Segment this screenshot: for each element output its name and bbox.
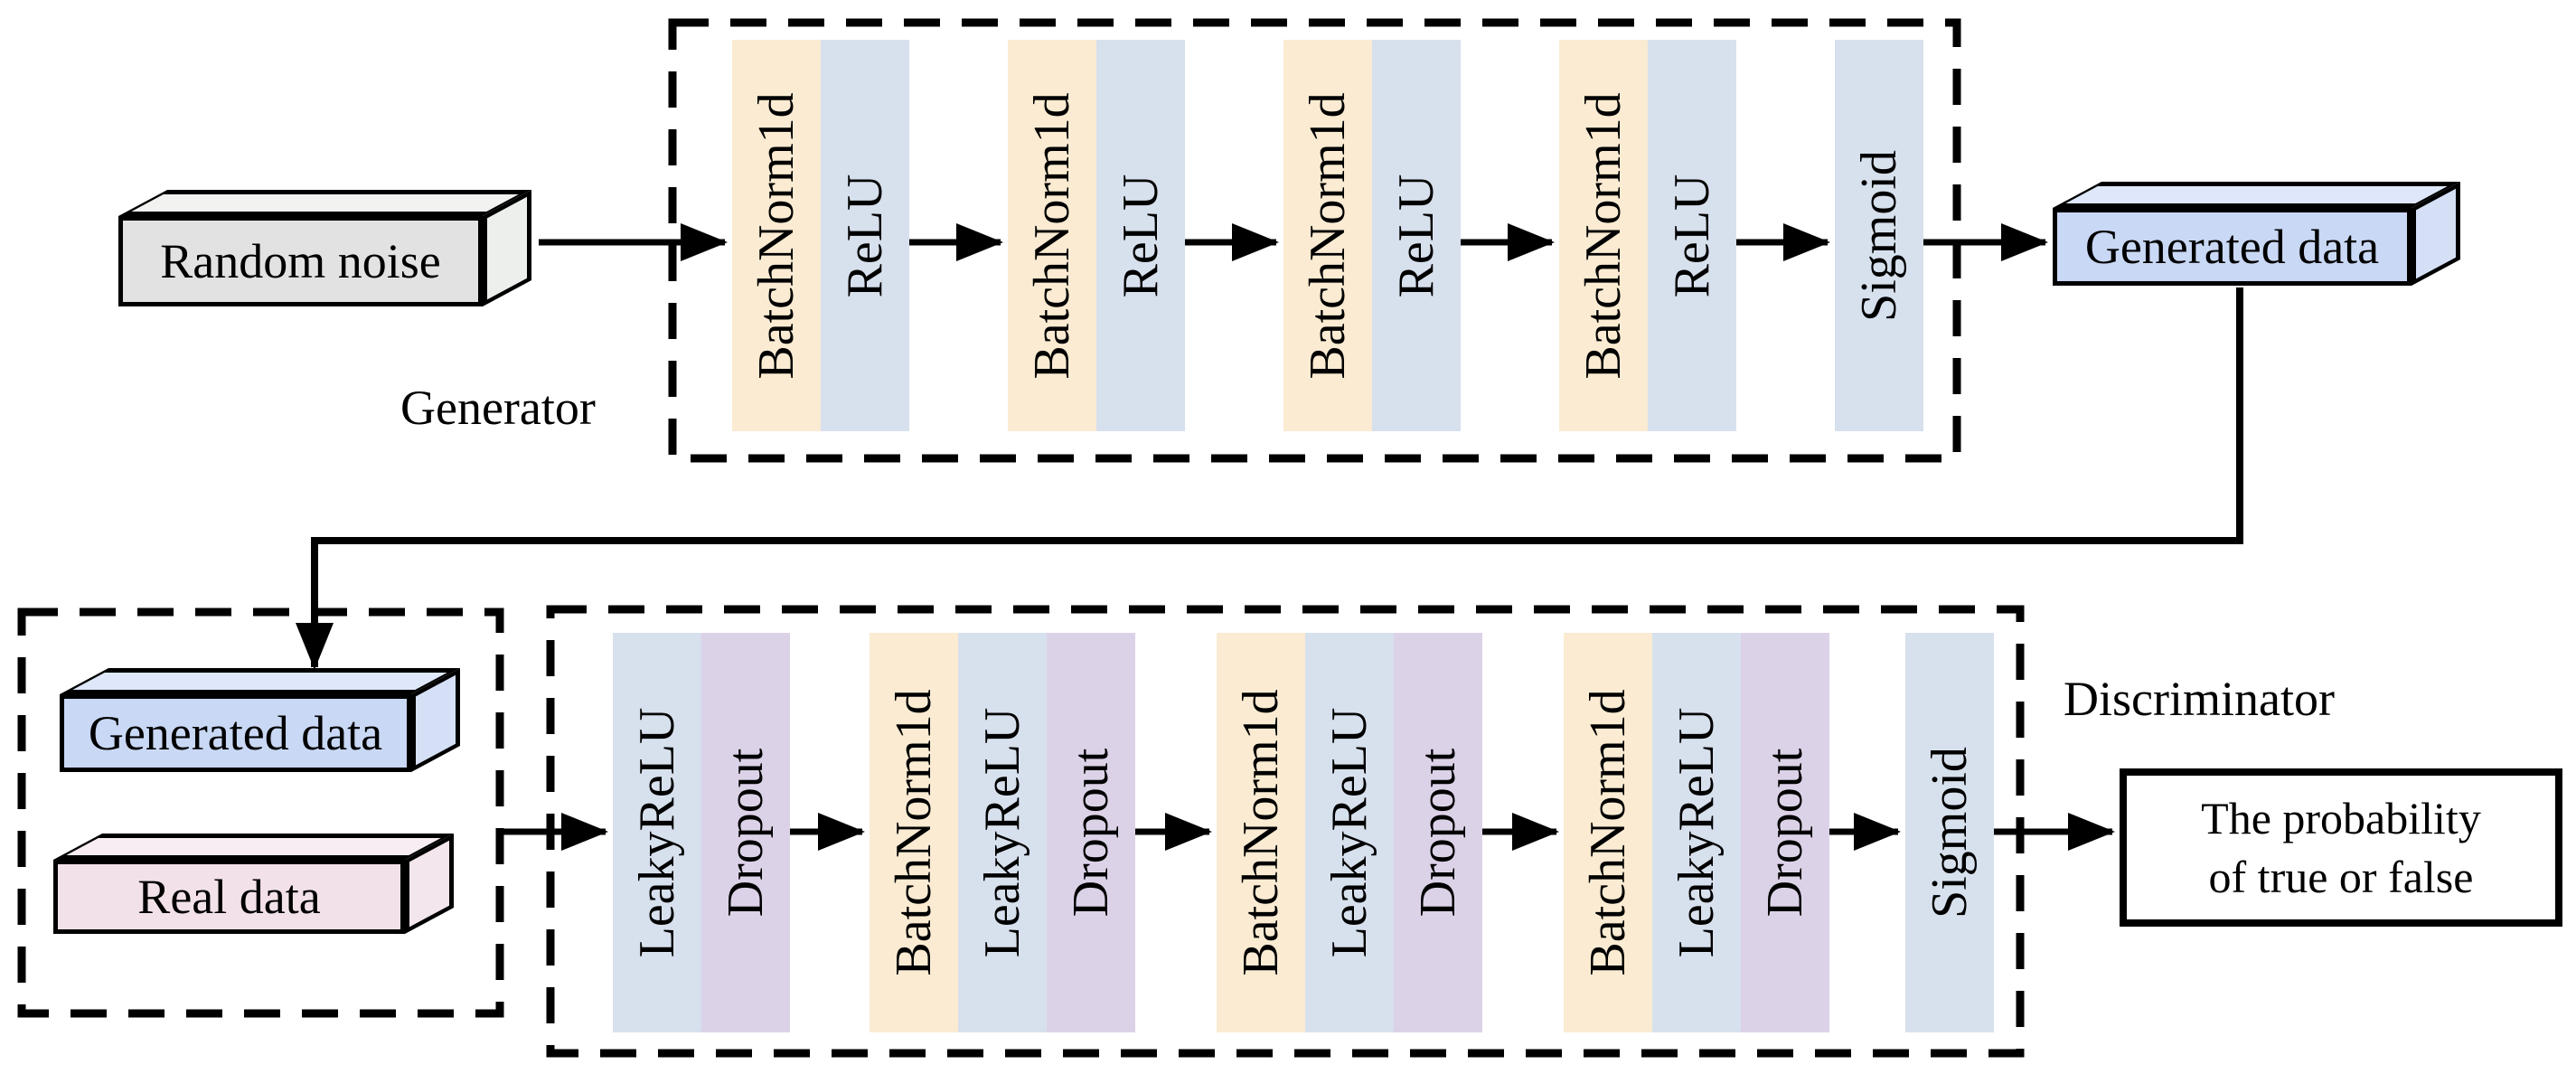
real-data-label: Real data [137,870,321,924]
layer-dropout: Dropout [701,633,790,1032]
box-front-face: Generated data [60,694,411,772]
layer-label: Dropout [1063,748,1119,918]
layer-sigmoid: Sigmoid [1905,633,1994,1032]
layer-sigmoid: Sigmoid [1835,40,1923,431]
layer-relu: ReLU [1372,40,1461,431]
layer-batchnorm1d: BatchNorm1d [732,40,821,431]
probability-output-label: The probability of true or false [2201,792,2481,902]
layer-leakyrelu: LeakyReLU [1652,633,1741,1032]
layer-label: BatchNorm1d [1580,689,1636,976]
layer-batchnorm1d: BatchNorm1d [1564,633,1652,1032]
layer-batchnorm1d: BatchNorm1d [1217,633,1305,1032]
layer-batchnorm1d: BatchNorm1d [1283,40,1372,431]
layer-relu: ReLU [821,40,909,431]
layer-dropout: Dropout [1394,633,1482,1032]
generated-data-label: Generated data [88,706,383,760]
layer-batchnorm1d: BatchNorm1d [870,633,958,1032]
generated-data-label: Generated data [2084,220,2380,274]
layer-label: BatchNorm1d [1233,689,1289,976]
discriminator-inputs-dashed-box [17,608,504,1018]
layer-label: BatchNorm1d [1575,91,1631,380]
layer-batchnorm1d: BatchNorm1d [1559,40,1648,431]
box-front-face: Generated data [2053,208,2411,286]
probability-output-box: The probability of true or false [2120,768,2562,927]
layer-label: BatchNorm1d [748,91,804,380]
layer-label: ReLU [1113,174,1169,297]
layer-relu: ReLU [1648,40,1736,431]
box-top-face [118,190,532,216]
layer-relu: ReLU [1096,40,1185,431]
real-data-box: Real data [53,834,455,934]
generator-dashed-box [668,18,1961,463]
layer-batchnorm1d: BatchNorm1d [1008,40,1096,431]
box-top-face [2053,182,2461,208]
box-top-face [53,834,455,860]
layer-label: LeakyReLU [1669,707,1725,958]
layer-label: ReLU [837,174,893,297]
layer-leakyrelu: LeakyReLU [1305,633,1394,1032]
connector-generated-data-to-discriminator-input [296,287,2243,670]
layer-dropout: Dropout [1047,633,1135,1032]
layer-label: Sigmoid [1851,149,1907,322]
box-front-face: Random noise [118,216,483,306]
layer-leakyrelu: LeakyReLU [958,633,1047,1032]
discriminator-label: Discriminator [2064,672,2335,726]
layer-label: BatchNorm1d [1024,91,1080,380]
generated-data-box-top: Generated data [2053,182,2461,286]
random-noise-box: Random noise [118,190,532,306]
layer-label: Dropout [1410,748,1466,918]
generated-data-box-bottom: Generated data [60,668,461,772]
generator-label: Generator [400,381,596,435]
layer-label: Dropout [718,748,774,918]
layer-label: ReLU [1664,174,1720,297]
layer-label: ReLU [1388,174,1444,297]
layer-label: LeakyReLU [629,707,685,958]
layer-label: Sigmoid [1922,747,1978,919]
layer-label: Dropout [1757,748,1813,918]
layer-dropout: Dropout [1741,633,1829,1032]
box-top-face [60,668,461,694]
layer-label: LeakyReLU [1321,707,1377,958]
random-noise-label: Random noise [160,234,441,288]
layer-leakyrelu: LeakyReLU [613,633,701,1032]
layer-label: BatchNorm1d [886,689,942,976]
layer-label: LeakyReLU [974,707,1030,958]
layer-label: BatchNorm1d [1300,91,1356,380]
box-front-face: Real data [53,860,405,934]
